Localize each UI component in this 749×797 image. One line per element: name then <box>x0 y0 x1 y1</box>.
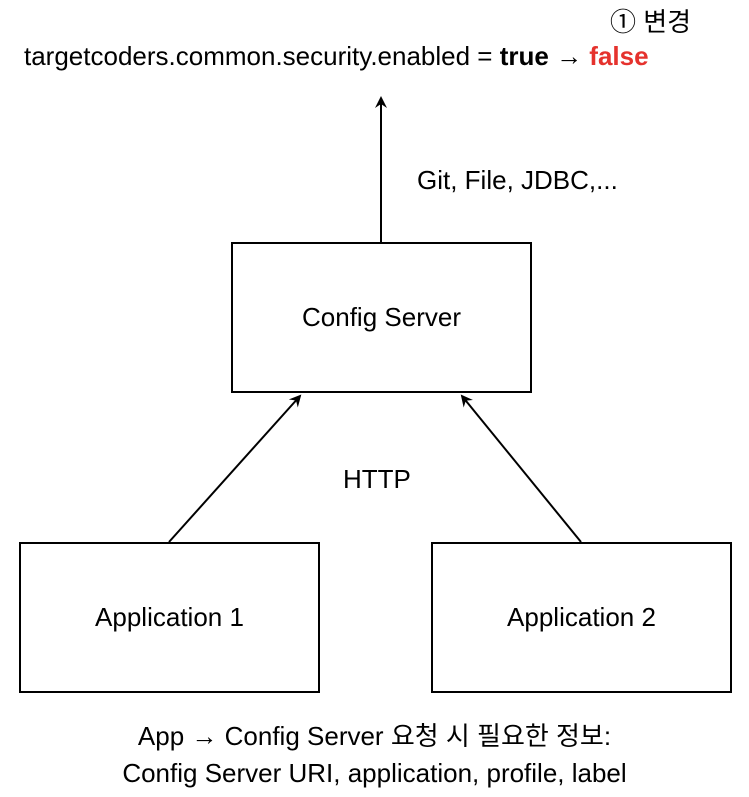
protocol-label: HTTP <box>343 464 411 494</box>
property-change: targetcoders.common.security.enabled = t… <box>24 41 649 72</box>
old-value: true <box>499 41 549 71</box>
property-name: targetcoders.common.security.enabled = <box>24 41 500 71</box>
config-server-label: Config Server <box>302 302 461 332</box>
application-1-label: Application 1 <box>95 602 244 632</box>
arrow-app2-to-config <box>460 394 582 543</box>
arrow-app1-to-config <box>168 394 302 543</box>
backend-label: Git, File, JDBC,... <box>417 165 618 195</box>
config-server-box: Config Server <box>231 242 532 393</box>
footer-line-2: Config Server URI, application, profile,… <box>122 758 627 788</box>
application-1-box: Application 1 <box>19 542 320 693</box>
application-2-label: Application 2 <box>507 602 656 632</box>
new-value: false <box>589 41 649 71</box>
application-2-box: Application 2 <box>431 542 732 693</box>
footer-line-1: App → Config Server 요청 시 필요한 정보: <box>137 721 612 751</box>
change-arrow: → <box>548 41 590 71</box>
footer-note: App → Config Server 요청 시 필요한 정보: Config … <box>0 718 749 792</box>
step-label: ① 변경 <box>610 7 692 37</box>
